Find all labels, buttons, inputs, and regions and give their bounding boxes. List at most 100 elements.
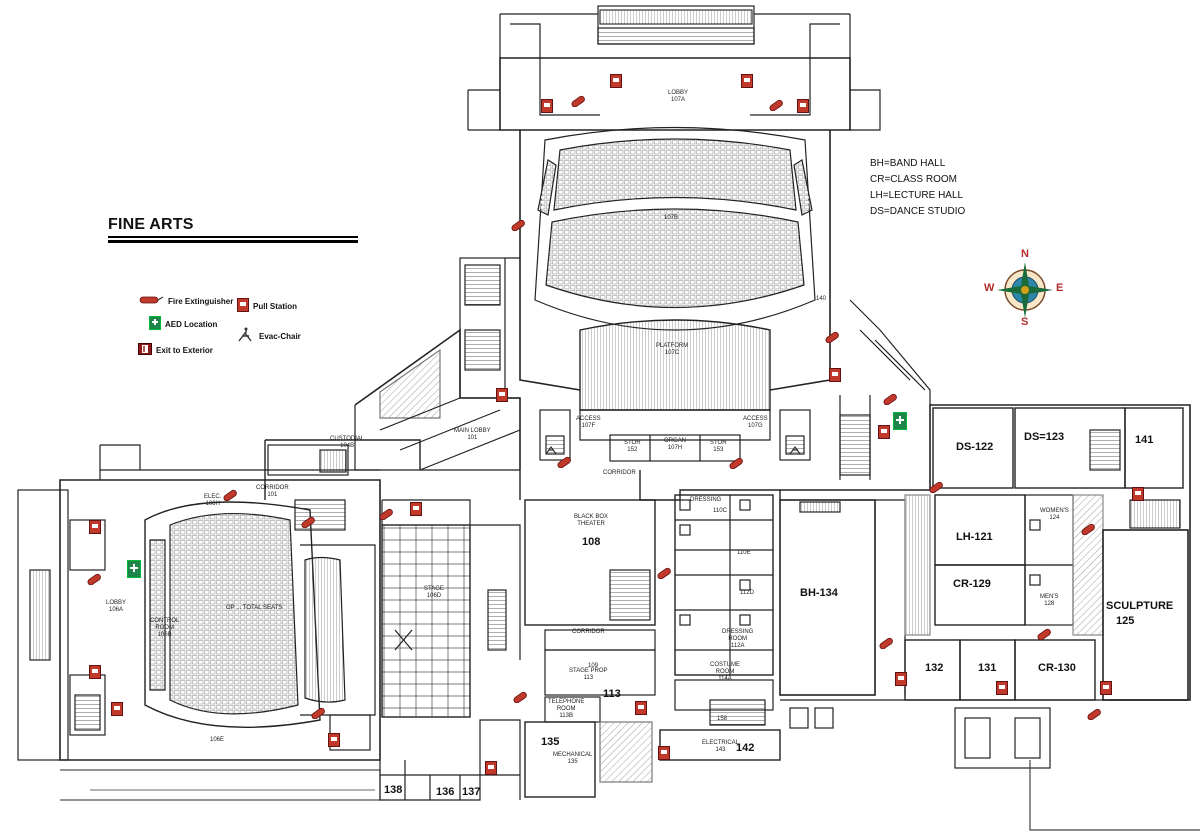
pull-station-icon xyxy=(797,99,809,118)
exit-icon xyxy=(138,343,152,357)
pull-station-icon xyxy=(829,368,841,387)
room-ds-123: DS=123 xyxy=(1024,431,1065,443)
pull-station-icon xyxy=(658,746,670,765)
pull-station-icon xyxy=(496,388,508,407)
pull-station-icon xyxy=(996,681,1008,700)
pull-station-icon xyxy=(635,701,647,720)
room-158: 158 xyxy=(717,716,728,722)
room-131: 131 xyxy=(978,662,997,674)
room-womens-124: WOMEN'S 124 xyxy=(1040,508,1069,521)
compass-e: E xyxy=(1056,282,1064,294)
room-telephone-113b: TELEPHONE ROOM 113B xyxy=(548,699,585,719)
legend-evac-chair-label: Evac-Chair xyxy=(259,331,301,341)
room-access-107g: ACCESS 107G xyxy=(743,416,768,429)
fire-extinguisher-icon xyxy=(1086,707,1104,725)
fire-extinguisher-icon xyxy=(928,480,946,498)
pull-station-icon xyxy=(895,672,907,691)
pull-station-icon xyxy=(878,425,890,444)
room-dressing: DRESSING xyxy=(690,497,722,503)
room-stage-106d: STAGE 106D xyxy=(424,586,444,599)
room-organ-107h: ORGAN 107H xyxy=(664,438,687,451)
legend-fire-extinguisher-label: Fire Extinguisher xyxy=(168,296,234,306)
room-corridor-top: CORRIDOR xyxy=(603,470,636,476)
room-136: 136 xyxy=(436,786,455,798)
room-141: 141 xyxy=(1135,434,1154,446)
fire-extinguisher-icon xyxy=(138,294,164,308)
legend-pull-station: Pull Station xyxy=(237,298,297,314)
room-lobby-107a: LOBBY 107A xyxy=(668,90,689,103)
fire-extinguisher-icon xyxy=(768,98,786,116)
room-seats: OP ... TOTAL SEATS xyxy=(226,605,283,611)
room-main-lobby-101: MAIN LOBBY 101 xyxy=(454,428,491,441)
room-lh-121: LH-121 xyxy=(956,531,993,543)
compass-w: W xyxy=(984,282,995,294)
room-132: 132 xyxy=(925,662,944,674)
legend-exit-label: Exit to Exterior xyxy=(156,345,213,355)
room-storage-152: STOR 152 xyxy=(624,440,641,453)
room-costume-114a: COSTUME ROOM 114A xyxy=(710,662,740,682)
room-access-107f: ACCESS 107F xyxy=(576,416,601,429)
fire-extinguisher-icon xyxy=(378,507,396,525)
title-underline-thick xyxy=(108,240,358,243)
room-125: 125 xyxy=(1116,615,1135,627)
room-stage-prop: STAGE PROP 113 xyxy=(569,668,608,681)
fire-extinguisher-icon xyxy=(510,218,528,236)
room-ds-122: DS-122 xyxy=(956,441,994,453)
room-110e: 110E xyxy=(737,550,751,556)
room-lobby-106a: LOBBY 106A xyxy=(106,600,127,613)
room-sculpture: SCULPTURE xyxy=(1106,600,1174,612)
pull-station-icon xyxy=(1132,487,1144,506)
main-lobby-block xyxy=(354,257,521,471)
fire-extinguisher-icon xyxy=(1080,522,1098,540)
room-112d: 112D xyxy=(740,590,754,596)
evac-chair-icon xyxy=(788,442,802,461)
pull-station-icon xyxy=(89,665,101,684)
abbr-band-hall: BH=BAND HALL xyxy=(870,158,946,169)
room-110c: 110C xyxy=(713,508,727,514)
pull-station-icon xyxy=(541,99,553,118)
aed-icon xyxy=(893,412,907,435)
room-140: 140 xyxy=(816,296,827,302)
room-corridor-101: CORRIDOR 101 xyxy=(256,485,289,498)
compass-n: N xyxy=(1021,248,1029,260)
room-custodial-104b: CUSTODIAL 104B xyxy=(330,436,365,449)
east-wing xyxy=(779,299,1200,831)
room-142: 142 xyxy=(736,742,755,754)
abbr-class-room: CR=CLASS ROOM xyxy=(870,174,957,185)
room-corridor-mid: CORRIDOR xyxy=(572,629,605,635)
room-109: 109 xyxy=(588,663,599,669)
legend-aed-label: AED Location xyxy=(165,319,218,329)
fire-extinguisher-icon xyxy=(222,488,240,506)
room-137: 137 xyxy=(462,786,481,798)
room-cr-130: CR-130 xyxy=(1038,662,1076,674)
room-mens-128: MEN'S 128 xyxy=(1040,594,1059,607)
compass-s: S xyxy=(1021,316,1029,328)
room-113: 113 xyxy=(603,688,621,700)
fire-extinguisher-icon xyxy=(1036,627,1054,645)
fire-extinguisher-icon xyxy=(556,455,574,473)
pull-station-icon xyxy=(111,702,123,721)
room-138: 138 xyxy=(384,784,403,796)
pull-station-icon xyxy=(485,761,497,780)
room-bh-134: BH-134 xyxy=(800,587,838,599)
pull-station-icon xyxy=(741,74,753,93)
fire-extinguisher-icon xyxy=(882,392,900,410)
pull-station-icon xyxy=(237,298,249,314)
fire-extinguisher-icon xyxy=(86,572,104,590)
fire-extinguisher-icon xyxy=(728,456,746,474)
fire-extinguisher-icon xyxy=(824,330,842,348)
room-elec-106h: ELEC. 106H xyxy=(204,494,222,507)
compass-icon xyxy=(997,262,1053,318)
room-108: 108 xyxy=(582,536,601,548)
abbr-lecture-hall: LH=LECTURE HALL xyxy=(870,190,964,201)
aed-icon xyxy=(149,316,161,332)
title-underline xyxy=(108,236,358,238)
pull-station-icon xyxy=(610,74,622,93)
room-cr-129: CR-129 xyxy=(953,578,991,590)
legend-pull-station-label: Pull Station xyxy=(253,301,297,311)
fire-extinguisher-icon xyxy=(878,636,896,654)
map-title: FINE ARTS xyxy=(108,216,194,233)
room-135: 135 xyxy=(541,736,560,748)
